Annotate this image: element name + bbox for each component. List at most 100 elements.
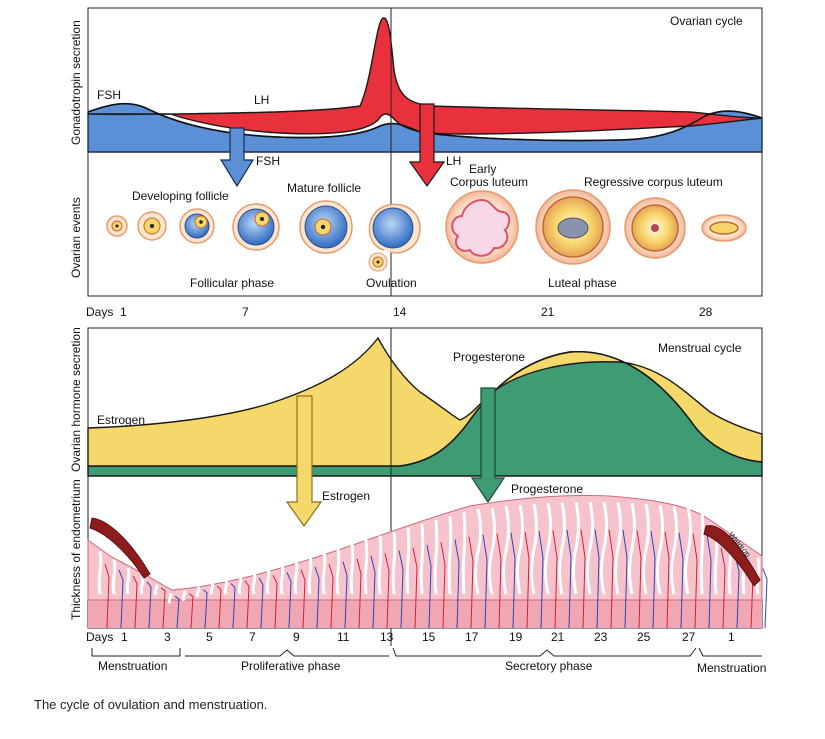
endometrium-illustration: Waldrop: [87, 494, 768, 629]
menstruation-label: Menstruation: [98, 659, 167, 673]
fsh-arrow-label: FSH: [256, 154, 280, 168]
blood-vessel: [356, 558, 362, 629]
mature-follicle-label: Mature follicle: [287, 181, 361, 195]
progesterone-label: Progesterone: [453, 350, 525, 364]
endometrium-axis-label: Thickness of endometrium: [69, 479, 83, 620]
day-tick-top: 21: [541, 305, 555, 319]
estrogen-arrow-label: Estrogen: [322, 489, 370, 503]
endometrial-gland: [572, 501, 580, 595]
blood-vessel: [496, 533, 502, 629]
endometrial-glands: [97, 501, 768, 629]
endometrial-gland: [195, 585, 201, 598]
endometrial-gland: [699, 509, 705, 595]
endometrial-gland: [530, 503, 538, 595]
endometrial-gland: [307, 555, 313, 595]
blood-vessel: [440, 542, 446, 629]
corpus-luteum-label: Corpus luteum: [450, 175, 528, 189]
endometrial-gland: [488, 507, 496, 595]
lh-label: LH: [254, 93, 269, 107]
day-tick-top: 7: [242, 305, 249, 319]
ovarian-panel: FSH LH Ovarian cycle FSH LH Developing f…: [87, 7, 763, 297]
fsh-line: [87, 102, 763, 142]
blood-vessel: [384, 553, 390, 629]
endometrial-gland: [419, 523, 425, 595]
endometrial-gland: [656, 504, 664, 595]
progesterone-line: [399, 351, 763, 467]
blood-vessel: [426, 544, 432, 629]
follicle-4: [232, 203, 280, 251]
follicle-2: [137, 211, 167, 241]
endometrial-gland: [558, 502, 566, 595]
day-tick-bottom: 25: [637, 630, 651, 644]
blood-vessel: [244, 580, 250, 629]
blood-vessel: [342, 561, 348, 629]
ovulation-label: Ovulation: [366, 276, 417, 290]
endometrial-gland: [684, 507, 692, 595]
blood-vessel: [174, 595, 180, 629]
blood-vessel: [762, 568, 768, 629]
day-tick-bottom: 13: [380, 630, 394, 644]
fsh-arrow: [219, 127, 255, 188]
endometrial-gland: [111, 559, 117, 595]
day-tick-bottom: 7: [249, 630, 256, 644]
blood-vessel: [706, 534, 712, 629]
blood-vessel: [314, 566, 320, 629]
blood-vessel: [286, 572, 292, 629]
endometrial-gland: [447, 516, 453, 595]
day-tick-bottom: 11: [337, 630, 350, 644]
endometrial-gland: [474, 508, 482, 595]
blood-vessel: [650, 530, 656, 629]
blood-vessel: [412, 547, 418, 629]
endometrial-gland: [600, 501, 608, 595]
endometrial-gland: [167, 592, 173, 604]
endometrial-gland: [349, 543, 355, 595]
endometrial-gland: [209, 582, 215, 595]
blood-vessel: [272, 574, 278, 629]
endometrial-gland: [181, 589, 187, 602]
proliferative-bracket: [185, 649, 389, 657]
menstruation-bracket: [91, 648, 181, 657]
menstrual-panel: Menstrual cycle Estrogen Progesterone Es…: [87, 327, 768, 646]
endometrial-gland: [502, 506, 510, 595]
blood-vessel: [146, 581, 152, 629]
blood-vessel: [398, 550, 404, 629]
days-axis-top: Days 1 7 14 21 28: [86, 305, 713, 319]
blood-vessel: [202, 589, 208, 629]
day-tick-bottom: 17: [465, 630, 479, 644]
menstruation-next-bracket: [698, 647, 762, 657]
endometrial-gland: [586, 501, 594, 595]
blood-vessel: [230, 583, 236, 629]
endometrial-gland: [516, 504, 524, 595]
blood-vessel: [104, 563, 110, 629]
endometrial-gland: [139, 575, 145, 595]
blood-vessel: [118, 569, 124, 629]
day-tick-top: 28: [699, 305, 713, 319]
fsh-label: FSH: [97, 88, 121, 102]
progesterone-arrow: [470, 387, 506, 504]
endometrial-gland: [265, 566, 271, 595]
endometrial-gland: [628, 502, 636, 595]
day-tick-bottom: 15: [422, 630, 436, 644]
blood-vessel: [678, 532, 684, 629]
blood-vessel: [454, 539, 460, 629]
regressive-corpus-luteum-label: Regressive corpus luteum: [584, 175, 723, 189]
endometrial-gland: [614, 502, 622, 595]
progesterone-arrow-label: Progesterone: [511, 482, 583, 496]
day-tick-top: 14: [393, 305, 407, 319]
endometrial-gland: [223, 578, 229, 595]
blood-vessel: [580, 529, 586, 629]
endometrial-gland: [363, 539, 369, 595]
blood-vessel: [482, 534, 488, 629]
blood-vessel: [300, 569, 306, 629]
endometrial-gland: [335, 547, 341, 595]
estrogen-label: Estrogen: [97, 413, 145, 427]
day-tick-bottom: 1: [728, 630, 735, 644]
blood-vessel: [132, 575, 138, 629]
proliferative-phase-label: Proliferative phase: [241, 659, 341, 673]
follicle-3: [179, 208, 215, 244]
regressive-corpus-luteum-2: [701, 214, 747, 242]
day-tick-bottom: 21: [551, 630, 565, 644]
blood-vessel: [636, 530, 642, 629]
blood-vessel: [328, 564, 334, 629]
blood-vessel: [188, 593, 194, 629]
